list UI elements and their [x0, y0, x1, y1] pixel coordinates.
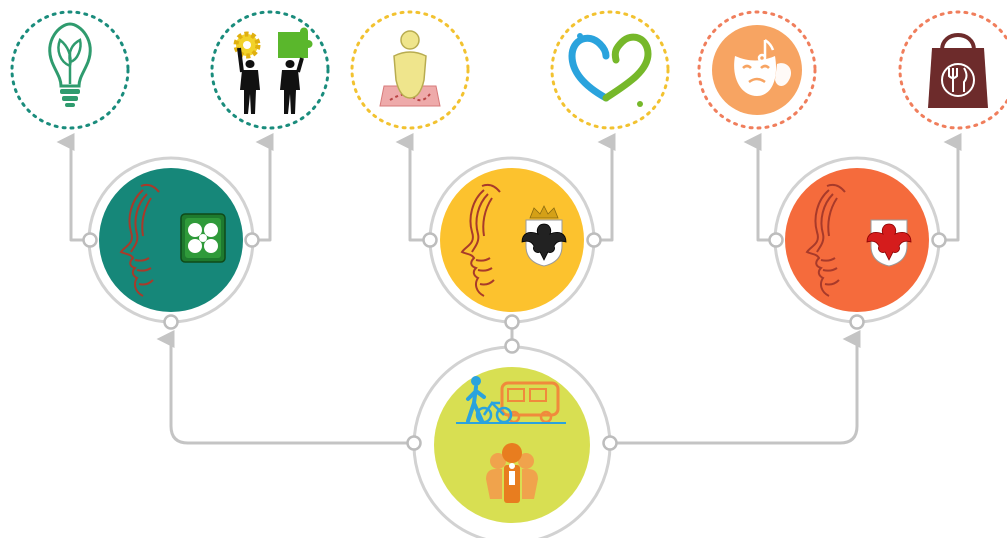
trentino-eagle-crest	[521, 205, 567, 267]
face-profile-icon	[805, 183, 846, 297]
connector-node	[586, 232, 602, 248]
palette-icon	[775, 63, 792, 86]
walker-icon	[471, 376, 481, 386]
puzzle-people-icon	[233, 27, 313, 114]
topic-innovation	[10, 10, 130, 130]
root-mobility	[412, 345, 612, 538]
connector-node	[931, 232, 947, 248]
connector-line	[252, 133, 274, 242]
connector-node	[504, 338, 520, 354]
topic-territory	[350, 10, 470, 130]
people-icon	[486, 443, 538, 503]
gear-icon	[233, 31, 261, 59]
water-heart-icon	[568, 33, 652, 107]
connector-line	[56, 133, 90, 242]
connector-node	[602, 435, 618, 451]
connector-node	[406, 435, 422, 451]
connector-line	[395, 133, 430, 242]
connector-node	[244, 232, 260, 248]
music-note-icon	[757, 38, 775, 63]
mobility-icon	[456, 376, 566, 424]
topic-food	[898, 10, 1007, 130]
bicycle-icon	[475, 401, 513, 424]
theatre-music-icon	[712, 25, 802, 115]
connector-node	[849, 314, 865, 330]
connector-line	[610, 330, 861, 445]
dotted-ring	[550, 10, 670, 130]
root-circle	[412, 345, 612, 538]
connector-node	[504, 314, 520, 330]
south-tyrol-eagle-crest	[866, 219, 912, 267]
face-profile-icon	[460, 183, 501, 297]
connector-nodes	[82, 232, 947, 451]
topic-collaboration	[210, 10, 330, 130]
topic-circles	[10, 10, 1007, 130]
topic-wellbeing	[550, 10, 670, 130]
connector-line	[594, 133, 616, 242]
hub-alto-adige	[773, 156, 941, 324]
connector-line	[743, 133, 776, 242]
map-pin-person-icon	[379, 30, 441, 107]
puzzle-piece-icon	[278, 27, 313, 58]
connector-node	[768, 232, 784, 248]
hub-lombardia	[87, 156, 255, 324]
hub-circles	[87, 156, 941, 324]
lombardy-cross-logo	[180, 213, 226, 263]
plate-icon	[941, 63, 975, 97]
connector-node	[82, 232, 98, 248]
connector-node	[422, 232, 438, 248]
lightbulb-leaf-icon	[48, 22, 92, 107]
crown-icon	[529, 205, 559, 219]
connector-line	[939, 133, 962, 242]
food-bag-icon	[928, 33, 988, 108]
hub-trentino	[428, 156, 596, 324]
dotted-ring	[210, 10, 330, 130]
bus-icon	[500, 381, 560, 417]
face-profile-icon	[119, 183, 160, 297]
connector-line	[156, 330, 414, 445]
topic-culture	[697, 10, 817, 130]
connector-node	[163, 314, 179, 330]
